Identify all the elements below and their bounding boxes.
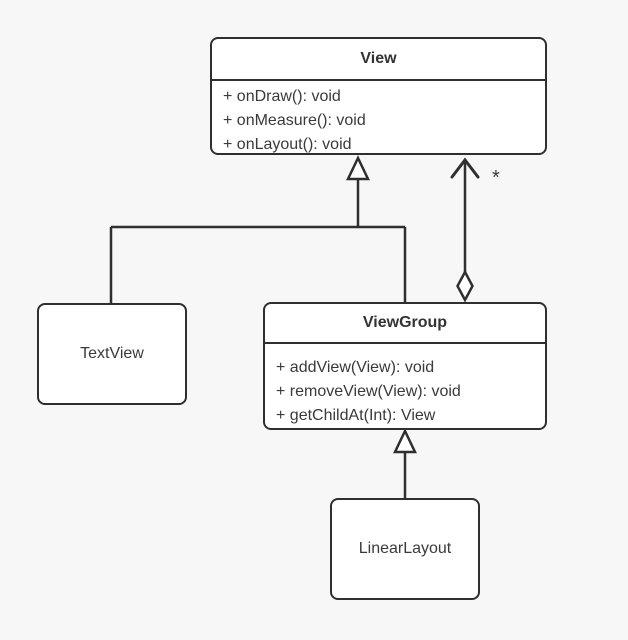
class-method: + onDraw(): void bbox=[223, 88, 341, 105]
class-method: + removeView(View): void bbox=[276, 383, 461, 400]
class-box-view[interactable]: View + onDraw(): void + onMeasure(): voi… bbox=[210, 37, 547, 155]
class-title: View bbox=[212, 39, 545, 81]
class-title: ViewGroup bbox=[265, 304, 545, 344]
class-box-textview[interactable]: TextView bbox=[37, 303, 187, 405]
inheritance-triangle-icon bbox=[393, 428, 417, 454]
class-box-linearlayout[interactable]: LinearLayout bbox=[330, 498, 480, 600]
class-method: + getChildAt(Int): View bbox=[276, 407, 436, 424]
edge-generalization-to-view[interactable] bbox=[109, 155, 407, 303]
class-method: + onMeasure(): void bbox=[223, 112, 366, 129]
edge-aggregation-viewgroup-view[interactable]: * bbox=[450, 157, 500, 303]
class-box-viewgroup[interactable]: ViewGroup + addView(View): void + remove… bbox=[263, 302, 547, 430]
class-method: + addView(View): void bbox=[276, 359, 435, 376]
inheritance-triangle-icon bbox=[346, 155, 370, 181]
edge-generalization-linearlayout-viewgroup[interactable] bbox=[393, 428, 417, 498]
class-methods: + addView(View): void + removeView(View)… bbox=[265, 344, 545, 428]
class-method: + onLayout(): void bbox=[223, 136, 352, 153]
aggregation-diamond-icon bbox=[456, 269, 474, 303]
class-title: LinearLayout bbox=[358, 540, 452, 557]
open-arrowhead-icon bbox=[450, 157, 480, 179]
class-methods: + onDraw(): void + onMeasure(): void + o… bbox=[212, 81, 545, 153]
multiplicity-label: * bbox=[492, 167, 500, 189]
class-title: TextView bbox=[80, 345, 144, 362]
